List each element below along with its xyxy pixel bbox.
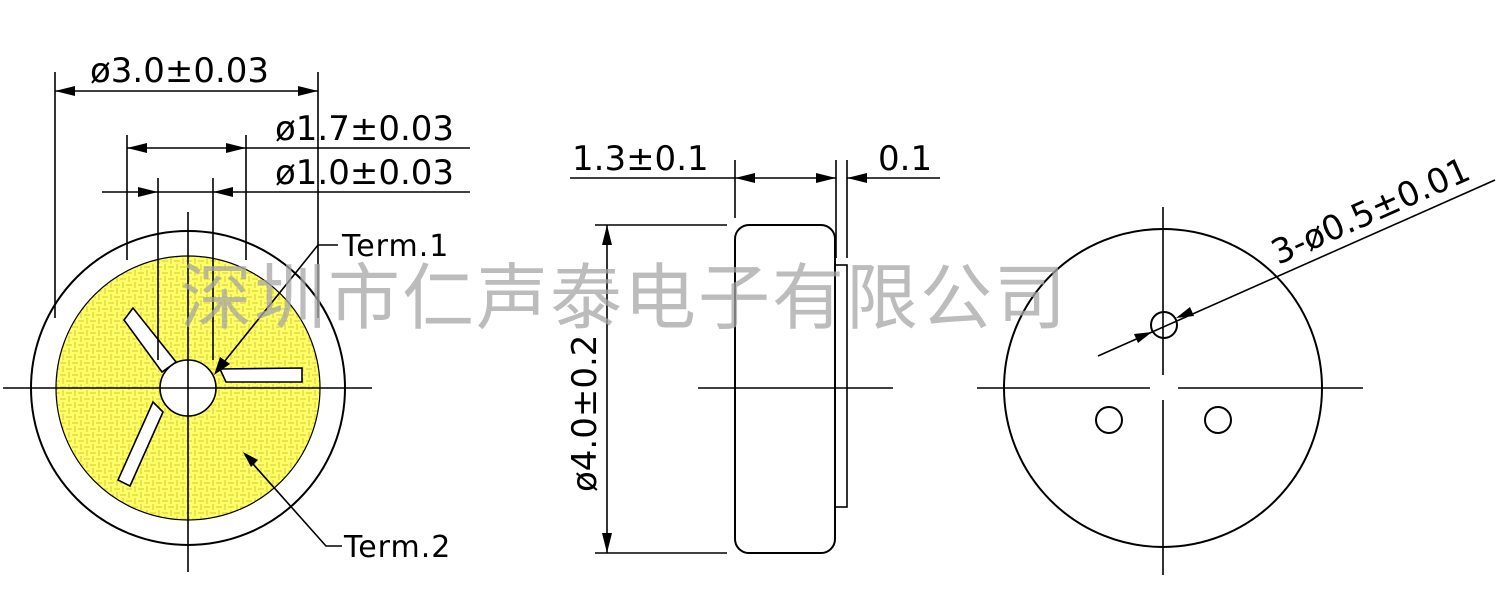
back-hole-right bbox=[1204, 406, 1232, 434]
company-watermark: 深圳市仁声泰电子有限公司 bbox=[180, 256, 1068, 340]
back-view: 3-ø0.5±0.01 bbox=[977, 150, 1496, 575]
mid-diameter-label: ø1.7±0.03 bbox=[275, 109, 454, 149]
term2-leader bbox=[244, 454, 342, 547]
hole-label: 3-ø0.5±0.01 bbox=[1265, 150, 1476, 273]
inner-diameter-label: ø1.0±0.03 bbox=[275, 153, 454, 193]
side-plate bbox=[834, 264, 848, 508]
outer-diameter-label: ø3.0±0.03 bbox=[90, 51, 269, 91]
term1-label: Term.1 bbox=[341, 229, 449, 264]
side-view: 1.3±0.1 0.1 ø4.0±0.2 bbox=[565, 139, 940, 554]
plate-label: 0.1 bbox=[878, 139, 932, 179]
back-hole-top bbox=[1150, 311, 1178, 339]
back-hole-left bbox=[1095, 406, 1123, 434]
hole-dim-leader bbox=[1097, 179, 1496, 357]
term2-label: Term.2 bbox=[343, 530, 451, 565]
front-view: ø3.0±0.03 ø1.7±0.03 ø1.0±0.03 Term.1 Ter… bbox=[3, 51, 470, 572]
thickness-label: 1.3±0.1 bbox=[572, 139, 709, 179]
height-label: ø4.0±0.2 bbox=[565, 335, 605, 492]
term1-leader bbox=[215, 244, 338, 373]
